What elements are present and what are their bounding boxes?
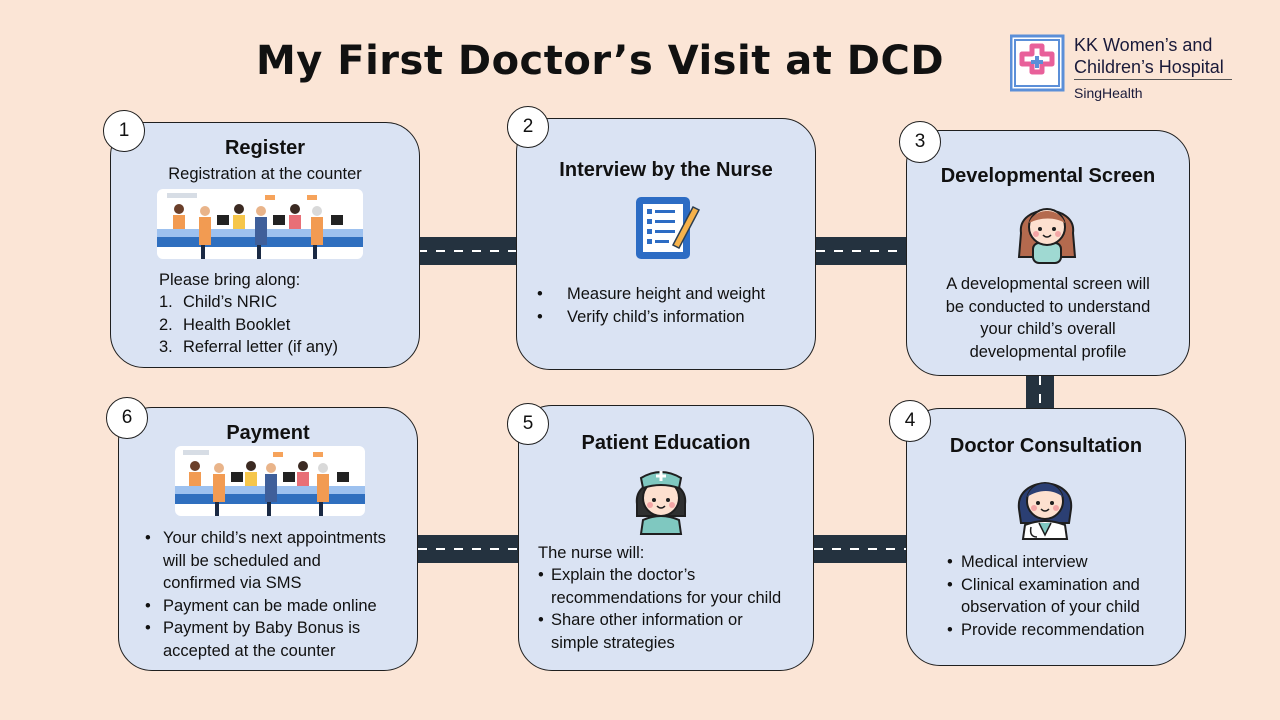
road-4-5: [810, 535, 910, 563]
step-title: Payment: [226, 422, 310, 444]
list-item: •Payment by Baby Bonus is: [145, 619, 361, 637]
hospital-logo: KK Women’s and Children’s Hospital SingH…: [1009, 34, 1250, 104]
list-marker: 3.: [159, 338, 173, 356]
developmental-screen-description: A developmental screen will be conducted…: [945, 275, 1151, 361]
doctor-icon: [1017, 482, 1073, 540]
patient-education-list: •Explain the doctor’s recommendations fo…: [538, 564, 808, 654]
nurse-icon: [635, 471, 687, 535]
step-number-4: 4: [889, 400, 931, 442]
registration-counter-illustration: [157, 189, 363, 259]
list-item: simple strategies: [551, 633, 675, 652]
logo-line-1: KK Women’s and: [1074, 35, 1213, 55]
list-item: •Explain the doctor’s: [538, 566, 696, 584]
list-item: •Verify child’s information: [537, 307, 745, 326]
step-number-6: 6: [106, 397, 148, 439]
list-item: observation of your child: [961, 598, 1140, 616]
step-card-payment: Payment •Your child’s next appointments …: [118, 407, 418, 671]
clipboard-icon: [636, 197, 701, 259]
step-title: Doctor Consultation: [949, 435, 1143, 457]
step-number-5: 5: [507, 403, 549, 445]
list-item: accepted at the counter: [163, 641, 336, 660]
step-card-register: Register Registration at the counter Ple…: [110, 122, 420, 368]
hospital-logo-icon: [1009, 34, 1065, 92]
step-card-doctor-consultation: Doctor Consultation •Medical interview •…: [906, 408, 1186, 666]
list-item: •Clinical examination and: [947, 575, 1140, 594]
road-3-4: [1026, 372, 1054, 412]
list-marker: 1.: [159, 293, 173, 311]
list-item: •Provide recommendation: [947, 620, 1145, 639]
list-item: 3.Referral letter (if any): [159, 336, 409, 359]
payment-list: •Your child’s next appointments will be …: [145, 527, 415, 662]
logo-line-3: SingHealth: [1074, 85, 1143, 101]
nurse-interview-list: •Measure height and weight •Verify child…: [537, 283, 807, 328]
list-item: will be scheduled and: [163, 551, 321, 570]
step-title: Register: [224, 137, 306, 159]
page-title: My First Doctor’s Visit at DCD: [255, 38, 945, 84]
step-title: Interview by the Nurse: [559, 159, 773, 181]
bring-along-label: Please bring along:: [159, 271, 301, 289]
list-marker: 2.: [159, 315, 173, 334]
step-subtitle: Registration at the counter: [168, 165, 362, 183]
step-number-3: 3: [899, 121, 941, 163]
road-2-3: [812, 237, 910, 265]
logo-line-2: Children’s Hospital: [1074, 57, 1224, 77]
step-title: Developmental Screen: [940, 165, 1156, 187]
list-item: confirmed via SMS: [163, 574, 302, 592]
list-item: recommendations for your child: [551, 588, 782, 607]
step-card-patient-education: Patient Education The nurse will: •Expla…: [518, 405, 814, 671]
list-item: •Medical interview: [947, 553, 1088, 571]
step-title: Patient Education: [581, 432, 751, 454]
list-item: •Share other information or: [538, 611, 743, 629]
doctor-consultation-list: •Medical interview •Clinical examination…: [947, 551, 1177, 641]
step-card-developmental-screen: Developmental Screen A developmental scr…: [906, 130, 1190, 376]
payment-counter-illustration: [175, 446, 365, 516]
bring-along-list: 1.Child’s NRIC 2.Health Booklet 3.Referr…: [159, 291, 409, 359]
list-item: •Payment can be made online: [145, 596, 377, 615]
road-5-6: [414, 535, 522, 563]
list-item: 2.Health Booklet: [159, 314, 409, 337]
girl-icon: [1017, 208, 1077, 264]
step-number-1: 1: [103, 110, 145, 152]
list-item: 1.Child’s NRIC: [159, 291, 409, 314]
list-item: •Measure height and weight: [537, 285, 766, 303]
step-number-2: 2: [507, 106, 549, 148]
logo-divider: [1074, 79, 1232, 80]
road-1-2: [414, 237, 520, 265]
patient-education-intro: The nurse will:: [538, 544, 645, 562]
list-item: •Your child’s next appointments: [145, 529, 386, 547]
step-card-interview: Interview by the Nurse •Measure height a…: [516, 118, 816, 370]
